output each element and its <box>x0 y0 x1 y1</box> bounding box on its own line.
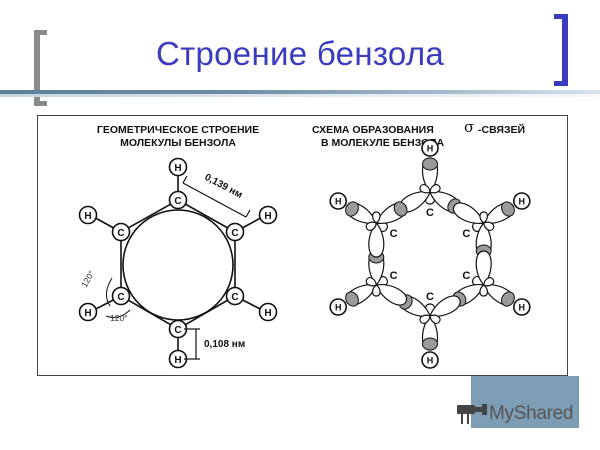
svg-text:C: C <box>174 325 181 336</box>
carbon-atom-label: C <box>426 291 434 303</box>
svg-text:H: H <box>427 144 434 154</box>
aromatic-ring-circle <box>122 209 234 321</box>
sigma-symbol: σ <box>464 118 474 136</box>
svg-text:C: C <box>174 196 181 207</box>
sigma-atoms: H H H H H H C C C C C C <box>329 139 531 369</box>
svg-text:H: H <box>427 356 434 366</box>
carbon-atom: C <box>168 190 188 210</box>
svg-text:H: H <box>519 303 526 313</box>
left-heading-line2: МОЛЕКУЛЫ БЕНЗОЛА <box>120 137 236 149</box>
benzene-figure: ГЕОМЕТРИЧЕСКОЕ СТРОЕНИЕ МОЛЕКУЛЫ БЕНЗОЛА… <box>78 118 531 369</box>
watermark-text: MyShared <box>489 403 574 424</box>
carbon-atom: C <box>111 222 131 242</box>
right-bracket-decoration <box>554 14 568 86</box>
carbon-atom: C <box>225 222 245 242</box>
svg-text:H: H <box>84 308 91 319</box>
bond-angle-label: 120° <box>110 313 128 323</box>
left-heading-line1: ГЕОМЕТРИЧЕСКОЕ СТРОЕНИЕ <box>97 124 259 136</box>
bond-angle-arcs <box>105 277 131 318</box>
hydrogen-atom: H <box>258 205 278 225</box>
carbon-atom: C <box>225 286 245 306</box>
svg-text:C: C <box>231 292 238 303</box>
svg-text:H: H <box>84 211 91 222</box>
svg-text:H: H <box>264 211 271 222</box>
left-bracket-decoration <box>34 30 47 106</box>
carbon-atom-label: C <box>462 228 470 240</box>
carbon-hexagon <box>120 199 236 330</box>
hydrogen-atom: H <box>78 302 98 322</box>
hydrogen-atom: H <box>329 192 348 210</box>
svg-text:H: H <box>174 163 181 174</box>
svg-text:C: C <box>117 228 124 239</box>
carbon-atom: C <box>168 319 188 339</box>
hydrogen-atom: H <box>512 298 531 316</box>
cc-bond-dimension <box>182 175 251 218</box>
svg-text:H: H <box>335 197 342 207</box>
svg-text:H: H <box>264 308 271 319</box>
header-rule <box>0 90 600 94</box>
ch-bond-length-label: 0,108 нм <box>204 339 245 350</box>
right-heading-line2: В МОЛЕКУЛЕ БЕНЗОЛА <box>321 137 444 149</box>
benzene-figure-panel: ГЕОМЕТРИЧЕСКОЕ СТРОЕНИЕ МОЛЕКУЛЫ БЕНЗОЛА… <box>37 115 568 376</box>
header-rule-light <box>0 94 600 97</box>
carbon-atom-label: C <box>462 270 470 282</box>
hydrogen-atom: H <box>421 351 439 369</box>
hydrogen-atom: H <box>78 205 98 225</box>
carbon-atom-label: C <box>426 207 434 219</box>
hydrogen-atom: H <box>512 192 531 210</box>
svg-text:H: H <box>335 303 342 313</box>
ch-bond-dimension <box>184 328 200 360</box>
svg-text:C: C <box>117 292 124 303</box>
bond-angle-label: 120° <box>79 269 96 289</box>
sp2-orbitals <box>345 157 515 351</box>
geometric-structure-diagram: ГЕОМЕТРИЧЕСКОЕ СТРОЕНИЕ МОЛЕКУЛЫ БЕНЗОЛА… <box>78 124 278 369</box>
hydrogen-atom: H <box>168 349 188 369</box>
right-heading-suffix: -СВЯЗЕЙ <box>478 123 525 136</box>
carbon-atom: C <box>111 286 131 306</box>
hydrogen-atom: H <box>168 157 188 177</box>
slide-title: Строение бензола <box>155 35 445 72</box>
hydrogen-atom: H <box>258 302 278 322</box>
svg-text:H: H <box>174 355 181 366</box>
projector-icon <box>457 404 487 424</box>
myshared-logo: MyShared <box>455 402 574 426</box>
right-heading-prefix: СХЕМА ОБРАЗОВАНИЯ <box>312 124 434 136</box>
svg-text:C: C <box>231 228 238 239</box>
next-slide-button[interactable] <box>471 376 579 428</box>
sigma-bond-scheme-diagram: СХЕМА ОБРАЗОВАНИЯ σ -СВЯЗЕЙ В МОЛЕКУЛЕ Б… <box>312 118 531 369</box>
hydrogen-atom: H <box>329 298 348 316</box>
carbon-atom-label: C <box>390 228 398 240</box>
svg-text:H: H <box>519 197 526 207</box>
carbon-atom-label: C <box>390 270 398 282</box>
hydrogen-atom: H <box>421 139 439 157</box>
